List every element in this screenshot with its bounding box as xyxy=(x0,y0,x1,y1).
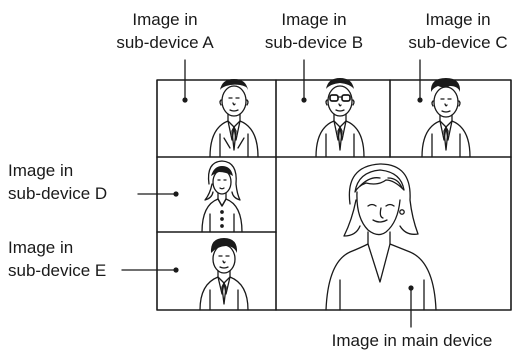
leader-dot-d xyxy=(173,191,179,197)
person-e-illustration xyxy=(199,238,249,311)
leader-dot-a xyxy=(182,97,188,103)
label-sub-device-a-line2: sub-device A xyxy=(116,33,214,52)
label-sub-device-c-line2: sub-device C xyxy=(408,33,508,52)
person-a-illustration xyxy=(209,79,259,158)
label-main-device: Image in main device xyxy=(331,331,493,350)
label-sub-device-a-line1: Image in xyxy=(132,10,198,29)
person-d-illustration xyxy=(201,160,243,233)
leader-dot-b xyxy=(301,97,307,103)
label-sub-device-d-line1: Image in xyxy=(8,161,74,180)
label-sub-device-b: Image in sub-device B xyxy=(244,8,384,54)
leader-dot-c xyxy=(417,97,423,103)
leader-dot-e xyxy=(173,267,179,273)
label-sub-device-e-line1: Image in xyxy=(8,238,74,257)
label-sub-device-b-line2: sub-device B xyxy=(264,33,364,52)
person-c-illustration xyxy=(421,78,471,158)
person-b-illustration xyxy=(315,78,365,158)
label-sub-device-c-line1: Image in xyxy=(425,10,491,29)
label-sub-device-e: Image in sub-device E xyxy=(8,236,106,282)
main-person-illustration xyxy=(325,163,437,311)
label-sub-device-a: Image in sub-device A xyxy=(95,8,235,54)
label-sub-device-b-line1: Image in xyxy=(281,10,347,29)
label-sub-device-c: Image in sub-device C xyxy=(390,8,526,54)
label-sub-device-e-line2: sub-device E xyxy=(8,261,107,280)
leader-dot-main xyxy=(408,285,414,291)
label-sub-device-d-line2: sub-device D xyxy=(8,184,108,203)
label-sub-device-d: Image in sub-device D xyxy=(8,159,107,205)
